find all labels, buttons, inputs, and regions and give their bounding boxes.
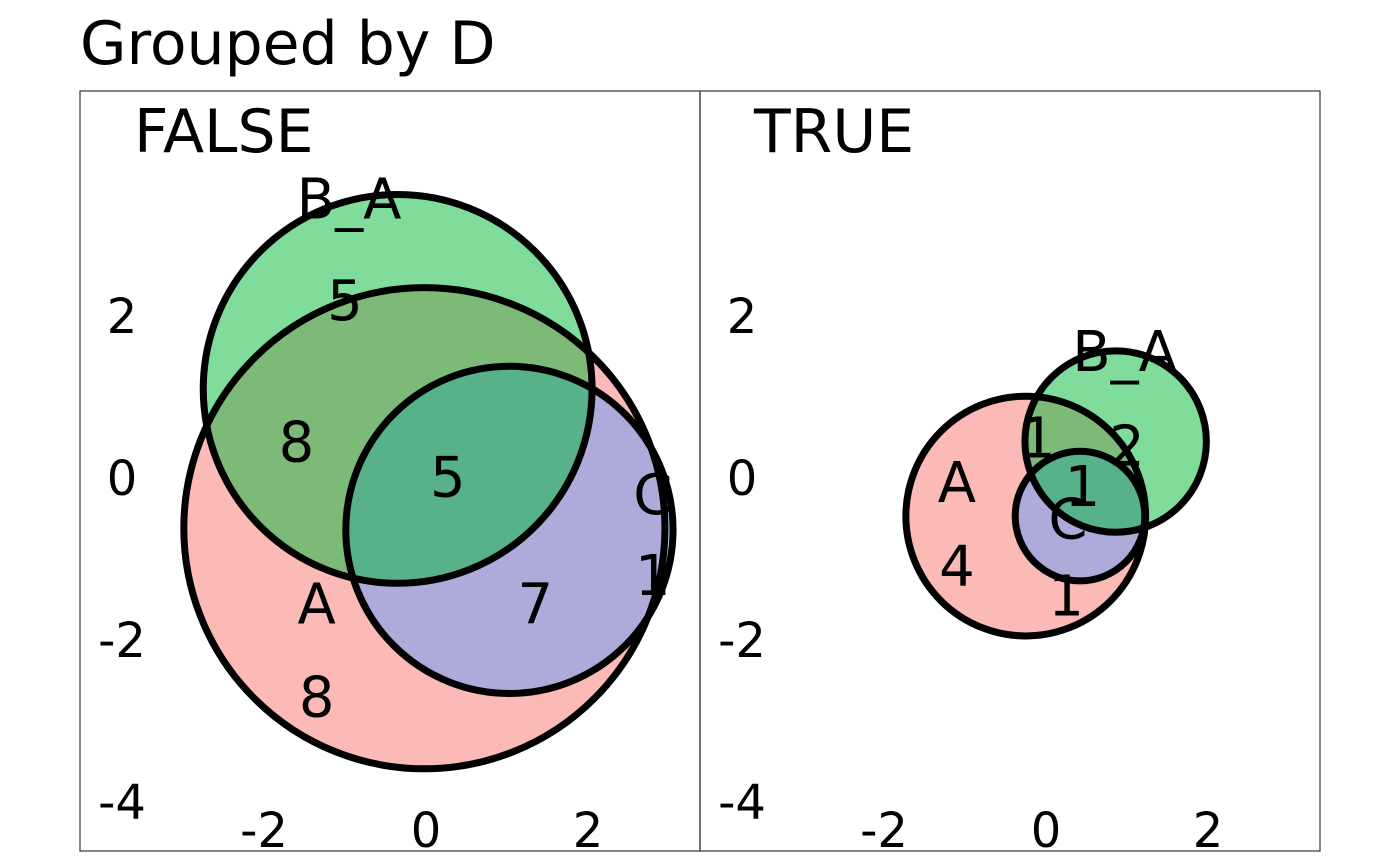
panel-strip-label: FALSE bbox=[134, 97, 313, 167]
x-tick-label: 2 bbox=[573, 803, 604, 859]
region-count-label: 1 bbox=[1020, 407, 1056, 472]
x-tick-label: -2 bbox=[860, 803, 908, 859]
set-outline-c bbox=[342, 362, 677, 697]
set-fill-b-a bbox=[203, 194, 593, 584]
panel-strip-label: TRUE bbox=[753, 97, 914, 167]
panel-border bbox=[699, 90, 1321, 852]
set-label-b-a: B_A bbox=[297, 168, 402, 233]
y-tick-label: -4 bbox=[98, 775, 146, 831]
region-count-label: 5 bbox=[327, 269, 363, 334]
x-tick-label: 2 bbox=[1193, 803, 1224, 859]
set-label-c: C bbox=[633, 463, 672, 528]
region-count-label: 8 bbox=[279, 411, 315, 476]
y-tick-label: -2 bbox=[98, 613, 146, 669]
x-tick-label: -2 bbox=[240, 803, 288, 859]
region-count-label: 1 bbox=[635, 544, 671, 609]
region-count-label: 8 bbox=[299, 666, 335, 731]
set-label-a: A bbox=[938, 451, 976, 516]
region-count-label: 5 bbox=[430, 445, 466, 510]
region-count-label: 2 bbox=[1109, 415, 1145, 480]
y-tick-label: 2 bbox=[107, 289, 138, 345]
y-tick-label: 2 bbox=[727, 289, 758, 345]
set-outline-b-a bbox=[199, 191, 596, 587]
y-tick-label: -4 bbox=[718, 775, 766, 831]
region-count-label: 4 bbox=[939, 534, 975, 599]
set-outline-c bbox=[1011, 447, 1149, 585]
y-tick-label: -2 bbox=[718, 613, 766, 669]
set-label-a: A bbox=[297, 573, 335, 638]
x-tick-label: 0 bbox=[411, 803, 442, 859]
y-tick-label: 0 bbox=[727, 451, 758, 507]
set-outline-b-a bbox=[1021, 347, 1210, 536]
set-label-c: C bbox=[1048, 488, 1087, 553]
set-outline-a bbox=[180, 284, 669, 773]
region-count-label: 7 bbox=[518, 573, 554, 638]
x-tick-label: 0 bbox=[1031, 803, 1062, 859]
y-tick-label: 0 bbox=[107, 451, 138, 507]
region-count-label: 1 bbox=[1065, 455, 1101, 520]
chart-title: Grouped by D bbox=[80, 9, 496, 79]
set-label-b-a: B_A bbox=[1072, 320, 1177, 385]
region-count-label: 1 bbox=[1048, 564, 1084, 629]
